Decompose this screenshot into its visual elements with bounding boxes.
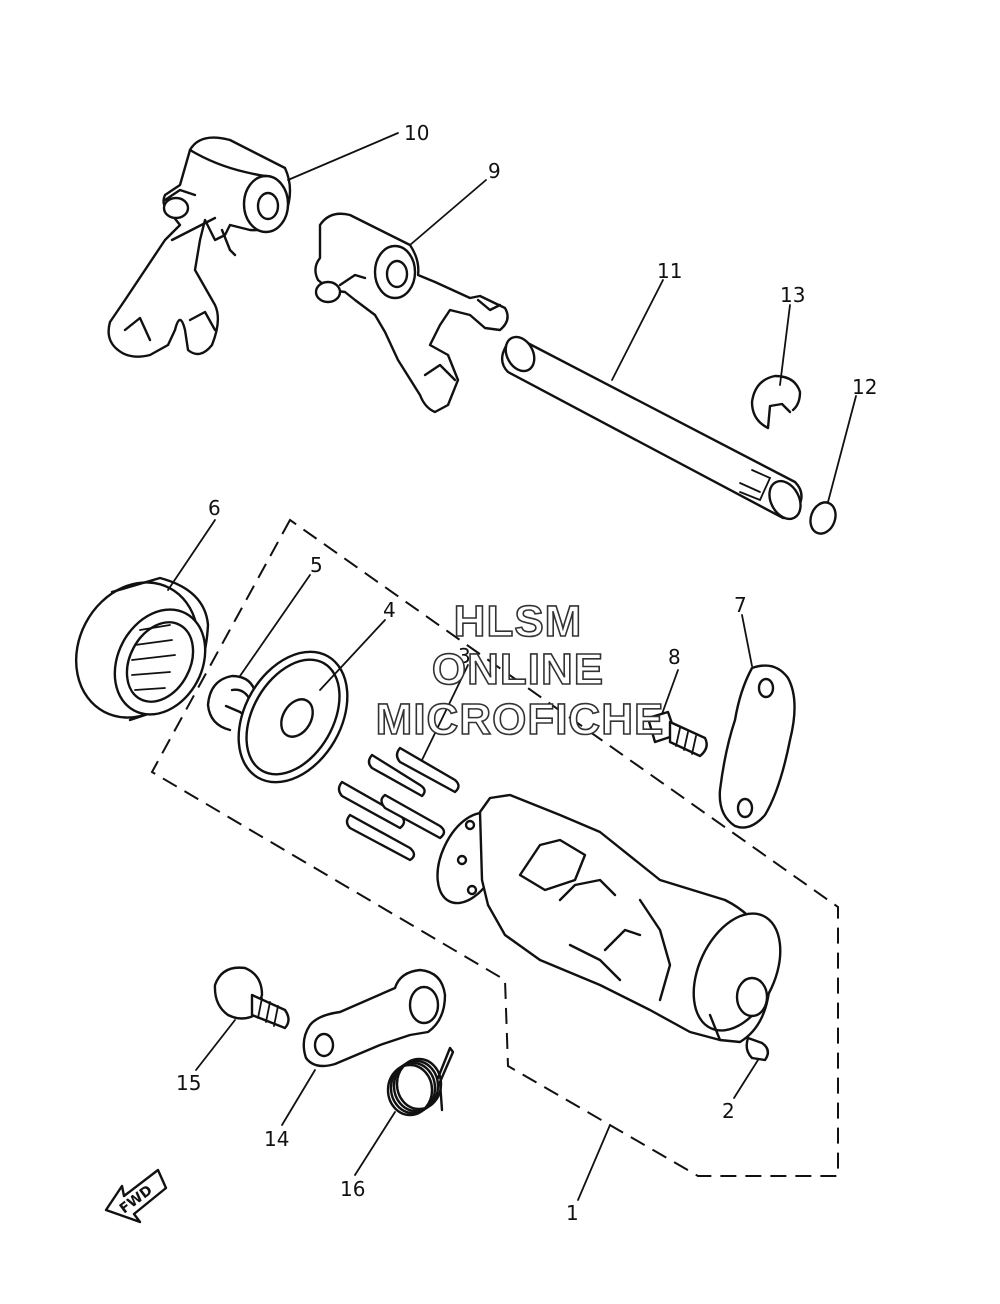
fwd-arrow-icon: FWD: [104, 1168, 168, 1224]
callout-1: 1: [566, 1201, 579, 1225]
callout-12: 12: [852, 375, 877, 399]
watermark-line-1: HLSM: [454, 597, 583, 646]
callout-8: 8: [668, 645, 681, 669]
callout-labels: 10 9 11 13 12 6 5 4 3 7 8 2 1 15 14 16: [176, 121, 877, 1225]
stopper-lever-14[interactable]: [302, 968, 447, 1068]
watermark-line-3: MICROFICHE: [376, 695, 665, 744]
leader-lines: [167, 132, 857, 1201]
callout-2: 2: [722, 1099, 735, 1123]
callout-13: 13: [780, 283, 805, 307]
shift-fork-9[interactable]: [314, 212, 509, 414]
callout-14: 14: [264, 1127, 289, 1151]
washer-4[interactable]: [216, 632, 369, 801]
shift-fork-10[interactable]: [107, 136, 292, 358]
callout-16: 16: [340, 1177, 365, 1201]
washer-12[interactable]: [806, 499, 839, 537]
callout-7: 7: [734, 593, 747, 617]
callout-11: 11: [657, 259, 682, 283]
circlip-13[interactable]: [750, 374, 802, 430]
bolt-15[interactable]: [213, 966, 290, 1030]
callout-3: 3: [458, 644, 471, 668]
callout-10: 10: [404, 121, 429, 145]
callout-9: 9: [488, 159, 501, 183]
segment-plate-7[interactable]: [718, 664, 796, 829]
screw-8[interactable]: [646, 710, 708, 758]
assembly-boundary: [150, 518, 839, 1177]
pin-2[interactable]: [745, 1036, 770, 1062]
watermark: HLSM ONLINE MICROFICHE: [375, 596, 665, 745]
guide-bar-11[interactable]: [500, 332, 807, 524]
callout-4: 4: [383, 598, 396, 622]
spring-16[interactable]: [386, 1046, 455, 1117]
watermark-line-2: ONLINE: [432, 645, 604, 694]
callout-5: 5: [310, 553, 323, 577]
shift-drum-1[interactable]: [424, 793, 797, 1044]
bearing-6[interactable]: [53, 561, 223, 739]
callout-15: 15: [176, 1071, 201, 1095]
callout-6: 6: [208, 496, 221, 520]
pins-3[interactable]: [337, 746, 460, 862]
